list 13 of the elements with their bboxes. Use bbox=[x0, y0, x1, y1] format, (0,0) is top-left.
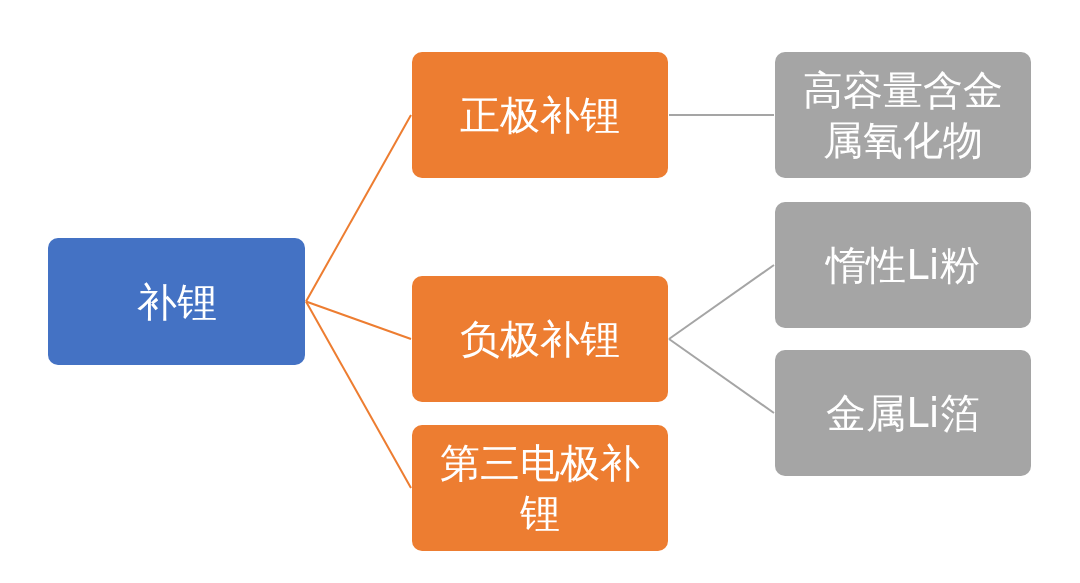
category-box: 负极补锂 bbox=[412, 276, 668, 402]
connector-line bbox=[305, 300, 412, 340]
category-box: 正极补锂 bbox=[412, 52, 668, 178]
connector-line bbox=[305, 114, 412, 303]
item-box: 高容量含金属氧化物 bbox=[775, 52, 1031, 178]
connector-line bbox=[668, 338, 775, 414]
connector-line bbox=[668, 264, 775, 340]
root-box: 补锂 bbox=[48, 238, 305, 365]
item-box: 金属Li箔 bbox=[775, 350, 1031, 476]
connector-line bbox=[305, 300, 412, 489]
connector-line bbox=[668, 114, 775, 116]
category-box: 第三电极补锂 bbox=[412, 425, 668, 551]
item-box: 惰性Li粉 bbox=[775, 202, 1031, 328]
